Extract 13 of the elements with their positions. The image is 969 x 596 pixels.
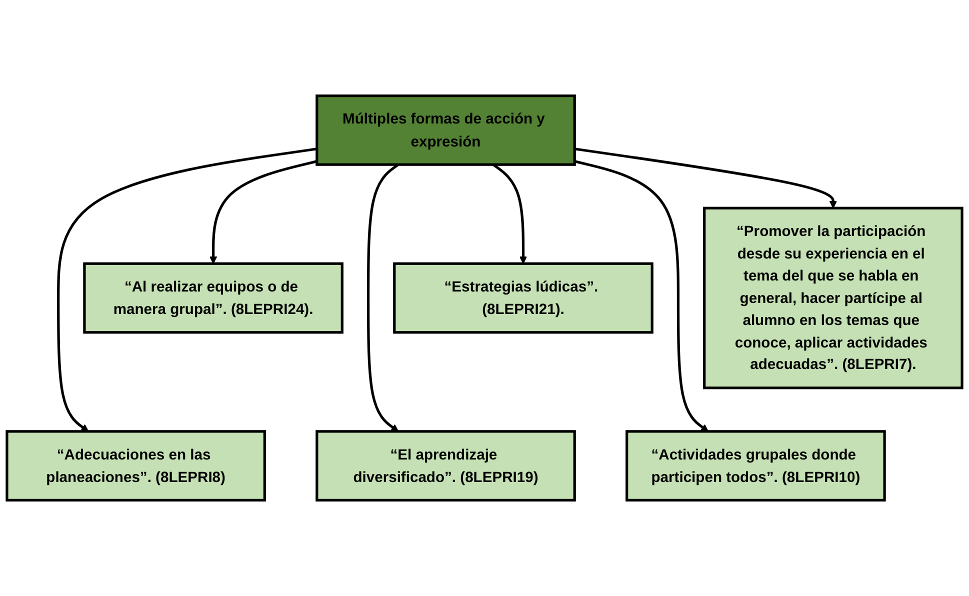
arrow (574, 160, 709, 432)
node-box: “El aprendizaje diversificado”. (8LEPRI19) (316, 430, 576, 502)
node-box: “Al realizar equipos o de manera grupal”. (8LEPRI24). (83, 262, 344, 334)
node-box: “Estrategias lúdicas”. (8LEPRI21). (393, 262, 654, 334)
node-box: “Promover la participación desde su experiencia en el tema del que se habla en general, hacer partícipe al alumno en los temas que conoce, aplicar actividades adecuadas”. (8LEPRI7). (703, 206, 964, 390)
arrow (366, 164, 400, 432)
node-box: “Actividades grupales donde participen todos”. (8LEPRI10) (626, 430, 886, 502)
arrow (574, 148, 838, 208)
arrow (57, 148, 318, 432)
node-box: Múltiples formas de acción y expresión (316, 94, 576, 166)
arrow (492, 164, 528, 264)
node-box: “Adecuaciones en las planeaciones”. (8LEPRI8) (6, 430, 266, 502)
arrow (209, 160, 318, 264)
